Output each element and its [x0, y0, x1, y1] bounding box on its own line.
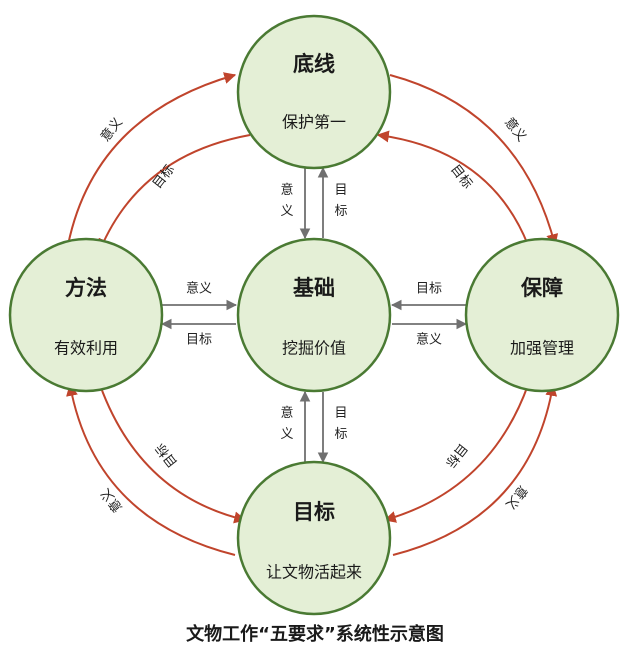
label-br-outer: 意义	[502, 482, 531, 512]
arrow-bottom-to-right	[392, 383, 558, 556]
node-top-title: 底线	[293, 52, 335, 76]
arrow-left-to-bottom	[99, 384, 247, 524]
label-bottom-up: 意义	[280, 405, 293, 442]
label-left-from: 目标	[186, 333, 212, 348]
label-right-from: 意义	[416, 332, 442, 348]
node-right-title: 保障	[520, 276, 563, 300]
label-tl-inner: 目标	[150, 162, 178, 192]
node-bottom-circle	[236, 460, 392, 616]
label-left-to: 意义	[186, 281, 212, 297]
node-left-circle	[8, 237, 164, 393]
node-center-circle	[236, 237, 392, 393]
label-tr-inner: 目标	[447, 162, 475, 192]
node-left-subtitle: 有效利用	[54, 339, 118, 358]
outer-arrows	[66, 72, 559, 556]
node-top-circle	[236, 14, 392, 170]
node-top-subtitle: 保护第一	[282, 113, 346, 132]
arrow-right-to-bottom	[383, 384, 529, 523]
node-bottom-title: 目标	[293, 500, 335, 524]
node-right: 保障 加强管理	[464, 237, 620, 393]
system-diagram: 底线 保护第一 方法 有效利用 基础 挖掘价值 保障 加强管理 目标 让文物活起…	[8, 14, 620, 616]
label-bl-outer: 意义	[97, 485, 126, 515]
arrow-right-to-top	[376, 130, 529, 246]
node-center-title: 基础	[293, 276, 335, 300]
label-br-inner: 目标	[442, 440, 470, 470]
label-top-down: 意义	[280, 182, 293, 219]
arrow-top-to-right	[389, 74, 559, 247]
node-left-title: 方法	[65, 276, 107, 300]
node-left: 方法 有效利用	[8, 237, 164, 393]
node-right-subtitle: 加强管理	[510, 339, 574, 358]
diagram-caption: 文物工作“五要求”系统性示意图	[186, 624, 444, 645]
label-bl-inner: 目标	[153, 440, 181, 470]
node-bottom: 目标 让文物活起来	[236, 460, 392, 616]
label-tr-outer: 意义	[501, 115, 530, 145]
node-top: 底线 保护第一	[236, 14, 392, 170]
arrow-left-to-top	[67, 72, 237, 246]
node-center-subtitle: 挖掘价值	[282, 339, 346, 358]
node-center: 基础 挖掘价值	[236, 237, 392, 393]
node-bottom-subtitle: 让文物活起来	[266, 563, 362, 582]
label-bottom-down: 目标	[334, 406, 347, 442]
arrow-top-to-left	[98, 134, 251, 252]
node-right-circle	[464, 237, 620, 393]
arrow-bottom-to-left	[66, 383, 236, 556]
label-top-up: 目标	[334, 183, 347, 219]
label-right-to: 目标	[416, 282, 442, 297]
inner-arrows	[160, 166, 468, 464]
